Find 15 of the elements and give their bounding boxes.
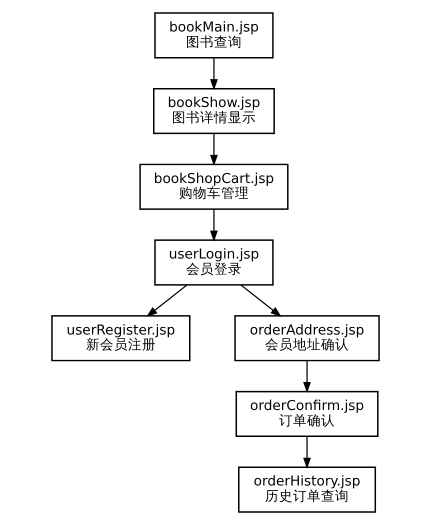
node-box: orderConfirm.jsp 订单确认: [235, 390, 378, 438]
node-box: userRegister.jsp 新会员注册: [50, 315, 190, 362]
arrow: [210, 58, 218, 90]
arrow: [210, 209, 218, 242]
arrow: [146, 284, 187, 317]
node-box: bookMain.jsp 图书查询: [154, 12, 274, 58]
arrow: [240, 284, 282, 317]
arrow: [302, 436, 310, 469]
arrow: [302, 360, 310, 394]
node-box: bookShow.jsp 图书详情显示: [152, 88, 274, 134]
arrow: [210, 134, 218, 166]
node-box: orderAddress.jsp 会员地址确认: [234, 315, 380, 362]
node-box: orderHistory.jsp 历史订单查询: [238, 466, 376, 513]
node-box: userLogin.jsp 会员登录: [154, 239, 274, 286]
node-box: bookShopCart.jsp 购物车管理: [138, 164, 288, 210]
